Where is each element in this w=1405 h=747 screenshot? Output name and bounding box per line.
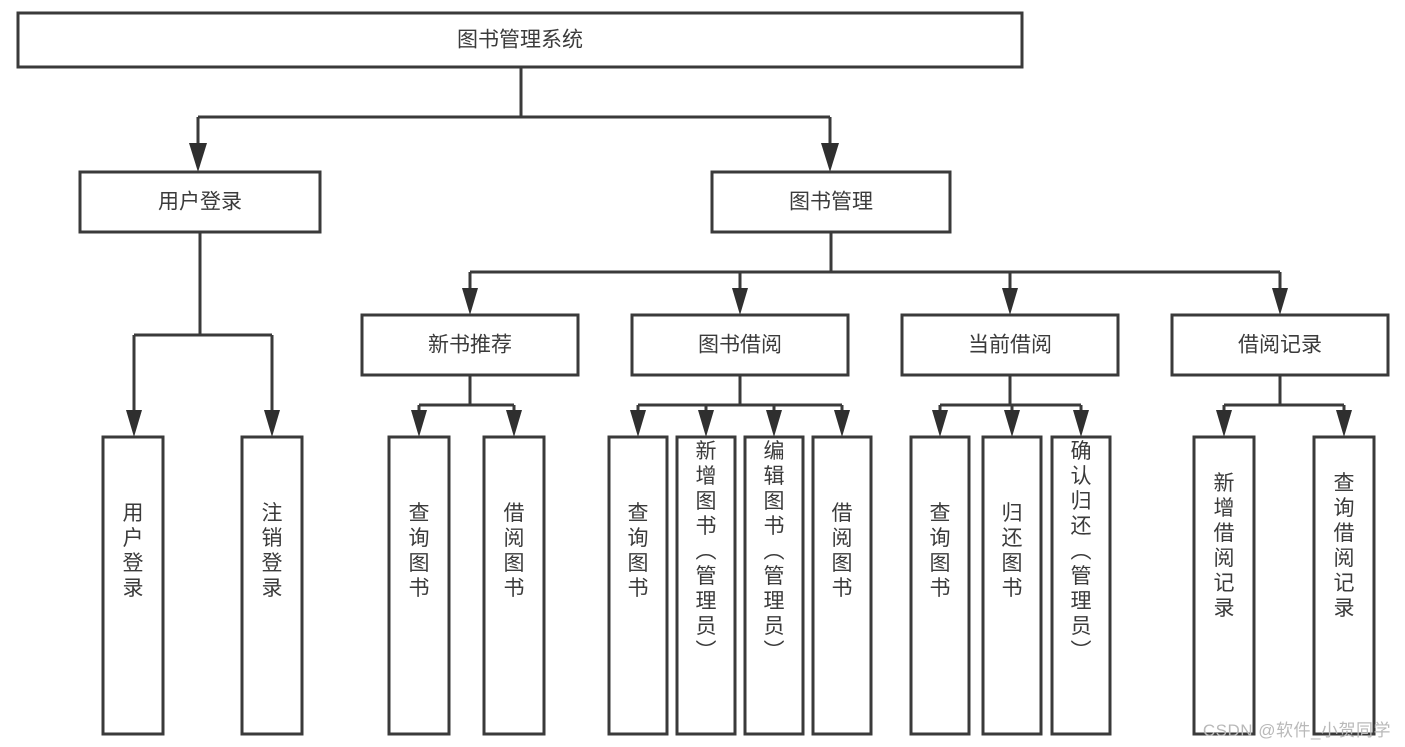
- node-root-system-box[interactable]: [16, 11, 1024, 69]
- leaf-node-bb-borrow-book-label: 借阅图书: [832, 502, 853, 600]
- arrow-head-leaf-logout: [264, 410, 280, 437]
- edge-group-current-borrow: [932, 375, 1089, 437]
- leaf-node-br-query-record-label: 查询借阅记录: [1334, 472, 1355, 620]
- node-borrow-record-label: 借阅记录: [1238, 334, 1322, 357]
- leaf-node-cb-query-book-box[interactable]: [909, 435, 971, 736]
- csdn-watermark: CSDN @软件_小贺同学: [1202, 721, 1391, 740]
- leaf-node-br-query-record[interactable]: 查询借阅记录: [1312, 435, 1376, 736]
- leaf-node-user-login-box[interactable]: [101, 435, 165, 736]
- leaf-node-nbr-borrow-book[interactable]: 借阅图书: [482, 435, 546, 736]
- edge-group-new-book-rec: [411, 375, 522, 437]
- leaf-node-user-login[interactable]: 用户登录: [101, 435, 165, 736]
- node-new-book-recommend-box[interactable]: [360, 313, 580, 377]
- leaf-node-cb-return-book-box[interactable]: [981, 435, 1043, 736]
- arrow-head-bb-query-book: [630, 410, 646, 437]
- leaf-node-cb-confirm-return-box[interactable]: [1050, 435, 1112, 736]
- leaf-node-user-login-label: 用户登录: [123, 502, 144, 600]
- arrow-head-nbr-query-book: [411, 410, 427, 437]
- leaf-node-cb-return-book[interactable]: 归还图书: [981, 435, 1043, 736]
- node-root-system-label: 图书管理系统: [457, 29, 583, 52]
- leaf-node-cb-return-book-label: 归还图书: [1002, 502, 1023, 600]
- leaf-node-bb-add-book[interactable]: 新增图书︵管理员︶: [675, 435, 737, 736]
- node-book-borrow-box[interactable]: [630, 313, 850, 377]
- node-new-book-recommend[interactable]: 新书推荐: [360, 313, 580, 377]
- leaf-node-bb-add-book-box[interactable]: [675, 435, 737, 736]
- leaf-node-cb-query-book[interactable]: 查询图书: [909, 435, 971, 736]
- leaf-node-logout[interactable]: 注销登录: [240, 435, 304, 736]
- node-book-management[interactable]: 图书管理: [710, 170, 952, 234]
- leaf-node-bb-edit-book-label: 编辑图书︵管理员︶: [764, 440, 785, 663]
- arrow-head-book-mgmt: [821, 143, 839, 172]
- arrow-head-br-add-record: [1216, 410, 1232, 437]
- arrow-head-cb-confirm-return: [1073, 410, 1089, 437]
- node-book-borrow[interactable]: 图书借阅: [630, 313, 850, 377]
- arrow-head-cb-return-book: [1004, 410, 1020, 437]
- arrow-head-cb-query-book: [932, 410, 948, 437]
- leaf-node-bb-query-book-box[interactable]: [607, 435, 669, 736]
- node-borrow-record[interactable]: 借阅记录: [1170, 313, 1390, 377]
- leaf-node-br-query-record-box[interactable]: [1312, 435, 1376, 736]
- node-book-management-label: 图书管理: [789, 191, 873, 214]
- arrow-head-nbr-borrow-book: [506, 410, 522, 437]
- leaf-node-br-add-record[interactable]: 新增借阅记录: [1192, 435, 1256, 736]
- leaf-node-nbr-query-book[interactable]: 查询图书: [387, 435, 451, 736]
- leaf-node-bb-add-book-label: 新增图书︵管理员︶: [696, 440, 717, 663]
- arrow-head-bb-borrow-book: [834, 410, 850, 437]
- node-root-system[interactable]: 图书管理系统: [16, 11, 1024, 69]
- leaf-node-bb-edit-book-box[interactable]: [743, 435, 805, 736]
- leaf-node-nbr-borrow-book-label: 借阅图书: [504, 502, 525, 600]
- leaf-node-nbr-query-book-label: 查询图书: [409, 502, 430, 600]
- leaf-node-bb-borrow-book[interactable]: 借阅图书: [811, 435, 873, 736]
- node-current-borrow[interactable]: 当前借阅: [900, 313, 1120, 377]
- arrow-head-new-book-rec: [462, 288, 478, 315]
- arrow-head-user-login: [189, 143, 207, 172]
- leaf-node-cb-query-book-label: 查询图书: [930, 502, 951, 600]
- node-book-borrow-label: 图书借阅: [698, 334, 782, 357]
- leaf-node-bb-query-book[interactable]: 查询图书: [607, 435, 669, 736]
- leaf-node-br-add-record-box[interactable]: [1192, 435, 1256, 736]
- leaf-node-bb-edit-book[interactable]: 编辑图书︵管理员︶: [743, 435, 805, 736]
- node-borrow-record-box[interactable]: [1170, 313, 1390, 377]
- arrow-head-br-query-record: [1336, 410, 1352, 437]
- edge-group-book-borrow: [630, 375, 850, 437]
- node-user-login-box[interactable]: [78, 170, 322, 234]
- arrow-head-borrow-record: [1272, 288, 1288, 315]
- node-user-login-label: 用户登录: [158, 191, 242, 214]
- arrow-head-book-borrow: [732, 288, 748, 315]
- leaf-node-logout-box[interactable]: [240, 435, 304, 736]
- edge-group-user-login: [126, 232, 280, 437]
- edge-group-borrow-record: [1216, 375, 1352, 437]
- edge-group-root: [189, 67, 839, 172]
- leaf-node-br-add-record-label: 新增借阅记录: [1214, 472, 1235, 620]
- arrow-head-leaf-user-login: [126, 410, 142, 437]
- node-current-borrow-label: 当前借阅: [968, 334, 1052, 357]
- leaf-node-nbr-borrow-book-box[interactable]: [482, 435, 546, 736]
- leaf-node-cb-confirm-return-label: 确认归还︵管理员︶: [1071, 440, 1092, 663]
- leaf-node-cb-confirm-return[interactable]: 确认归还︵管理员︶: [1050, 435, 1112, 736]
- edge-group-book-mgmt: [462, 232, 1288, 315]
- arrow-head-current-borrow: [1002, 288, 1018, 315]
- node-new-book-recommend-label: 新书推荐: [428, 334, 512, 357]
- node-book-management-box[interactable]: [710, 170, 952, 234]
- leaf-node-logout-label: 注销登录: [262, 502, 283, 600]
- leaf-node-bb-borrow-book-box[interactable]: [811, 435, 873, 736]
- node-current-borrow-box[interactable]: [900, 313, 1120, 377]
- arrow-head-bb-add-book: [698, 410, 714, 437]
- leaf-node-bb-query-book-label: 查询图书: [628, 502, 649, 600]
- leaf-node-nbr-query-book-box[interactable]: [387, 435, 451, 736]
- arrow-head-bb-edit-book: [766, 410, 782, 437]
- node-user-login[interactable]: 用户登录: [78, 170, 322, 234]
